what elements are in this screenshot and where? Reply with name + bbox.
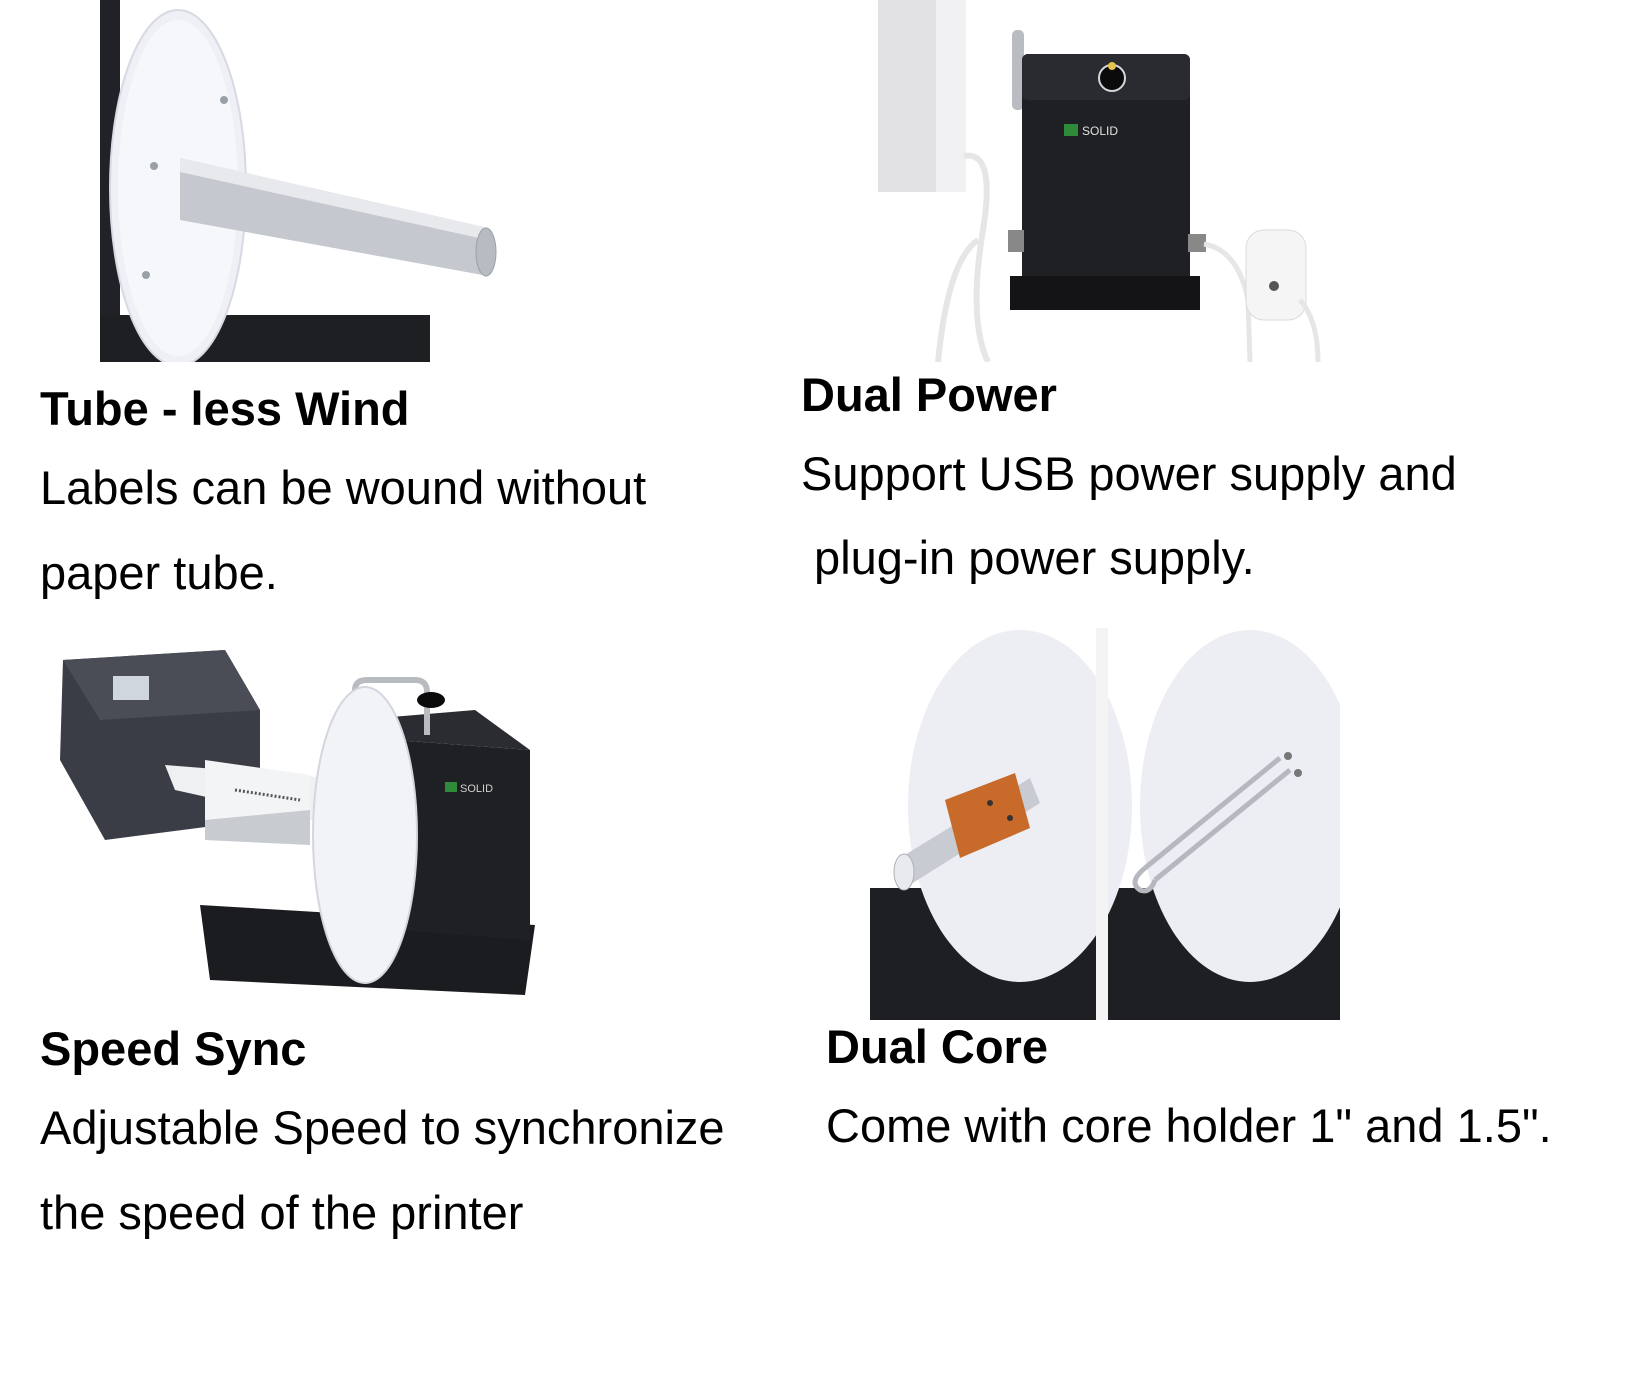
- feature-desc-line: plug-in power supply.: [801, 531, 1255, 584]
- feature-desc-line: paper tube.: [40, 546, 278, 599]
- feature-desc-line: Labels can be wound without: [40, 461, 647, 514]
- tube-less-wind-photo: [100, 0, 500, 362]
- feature-title-dual-power: Dual Power: [801, 368, 1057, 421]
- dual-power-photo: SOLID: [878, 0, 1338, 362]
- dual-core-photo: [870, 628, 1340, 1020]
- brand-label: SOLID: [1082, 124, 1118, 138]
- feature-desc-line: Come with core holder 1" and 1.5".: [826, 1099, 1552, 1152]
- feature-desc-line: Support USB power supply and: [801, 447, 1457, 500]
- speed-sync-photo: SOLID: [55, 640, 555, 1020]
- feature-title-tube-less-wind: Tube - less Wind: [40, 382, 410, 435]
- brand-label: SOLID: [460, 783, 493, 795]
- feature-desc-line: Adjustable Speed to synchronize: [40, 1101, 725, 1154]
- feature-title-dual-core: Dual Core: [826, 1020, 1048, 1073]
- feature-desc-line: the speed of the printer: [40, 1186, 524, 1239]
- feature-title-speed-sync: Speed Sync: [40, 1022, 307, 1075]
